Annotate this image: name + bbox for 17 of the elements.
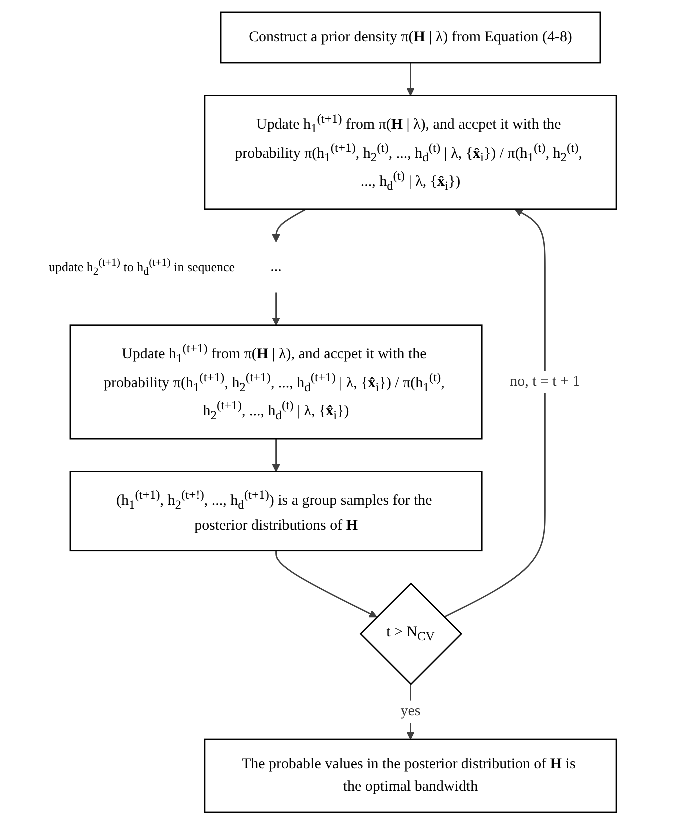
node-caption: update h$_{2}$$^{(t+1)}$ to h$_{d}$$^{(t+1)}$ in sequence bbox=[48, 256, 236, 278]
arrow bbox=[444, 209, 546, 618]
arrow bbox=[407, 63, 416, 96]
node-box bbox=[204, 95, 618, 210]
arrow bbox=[272, 439, 281, 472]
node-box bbox=[70, 471, 484, 552]
node-text: ... bbox=[271, 258, 282, 275]
node-box bbox=[204, 738, 618, 814]
edge-label: no, t = t + 1 bbox=[510, 374, 581, 390]
arrow bbox=[272, 208, 308, 242]
node-box bbox=[70, 324, 484, 440]
arrow bbox=[407, 684, 416, 740]
node-diamond bbox=[360, 582, 464, 686]
arrow bbox=[276, 550, 378, 618]
node-box bbox=[220, 12, 602, 64]
arrow bbox=[272, 292, 281, 326]
edge-label: yes bbox=[401, 704, 422, 720]
